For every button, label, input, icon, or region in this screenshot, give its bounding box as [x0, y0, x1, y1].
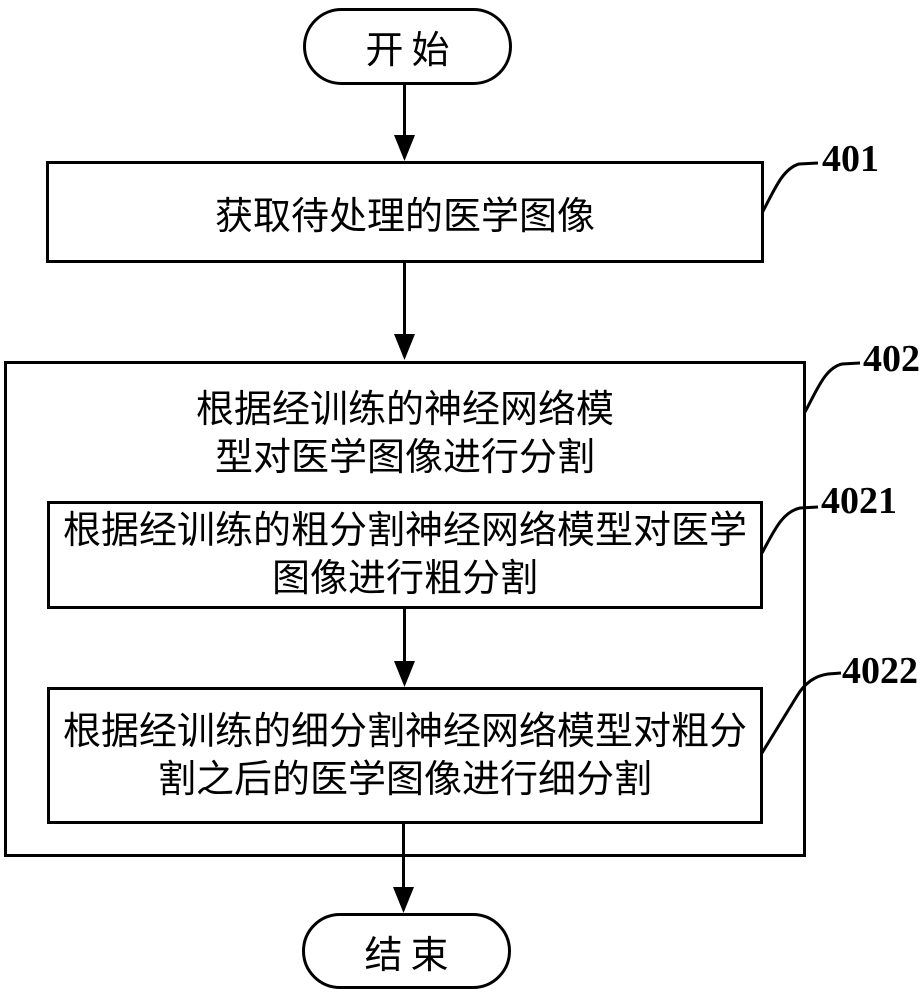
ref-label-402: 402 [863, 338, 920, 380]
arrow-start-to-step401 [394, 84, 415, 161]
arrow-step401-to-step402 [394, 262, 415, 360]
step-402-text: 根据经训练的神经网络模 型对医学图像进行分割 [7, 386, 803, 482]
arrow-step4021-to-step4022 [394, 608, 415, 687]
step-4021-box: 根据经训练的粗分割神经网络模型对医学 图像进行粗分割 [47, 501, 763, 609]
leader-line-402 [803, 361, 861, 413]
step-4022-text: 根据经训练的细分割神经网络模型对粗分 割之后的医学图像进行细分割 [63, 708, 747, 804]
end-terminator: 结束 [302, 913, 511, 989]
step-402-text-line1: 根据经训练的神经网络模 [195, 389, 614, 431]
leader-line-401 [760, 161, 819, 214]
start-terminator: 开始 [303, 8, 512, 85]
step-4021-text: 根据经训练的粗分割神经网络模型对医学 图像进行粗分割 [63, 507, 747, 603]
leader-line-4021 [760, 505, 819, 554]
step-4022-text-line1: 根据经训练的细分割神经网络模型对粗分 [62, 710, 747, 753]
step-4022-box: 根据经训练的细分割神经网络模型对粗分 割之后的医学图像进行细分割 [47, 687, 763, 824]
end-label: 结束 [364, 934, 457, 977]
step-402-box: 根据经训练的神经网络模 型对医学图像进行分割 根据经训练的粗分割神经网络模型对医… [4, 361, 806, 857]
ref-label-401: 401 [822, 138, 879, 180]
step-401-box: 获取待处理的医学图像 [46, 161, 764, 263]
step-402-text-line2: 型对医学图像进行分割 [214, 437, 595, 479]
step-4021-text-line1: 根据经训练的粗分割神经网络模型对医学 [62, 510, 747, 552]
ref-label-4022: 4022 [842, 650, 918, 692]
step-4021-text-line2: 图像进行粗分割 [271, 558, 538, 600]
leader-line-4022 [760, 671, 842, 754]
start-label: 开始 [365, 30, 458, 72]
ref-label-4021: 4021 [821, 480, 897, 522]
step-4022-text-line2: 割之后的医学图像进行细分割 [157, 758, 652, 801]
step-401-text: 获取待处理的医学图像 [214, 195, 595, 238]
